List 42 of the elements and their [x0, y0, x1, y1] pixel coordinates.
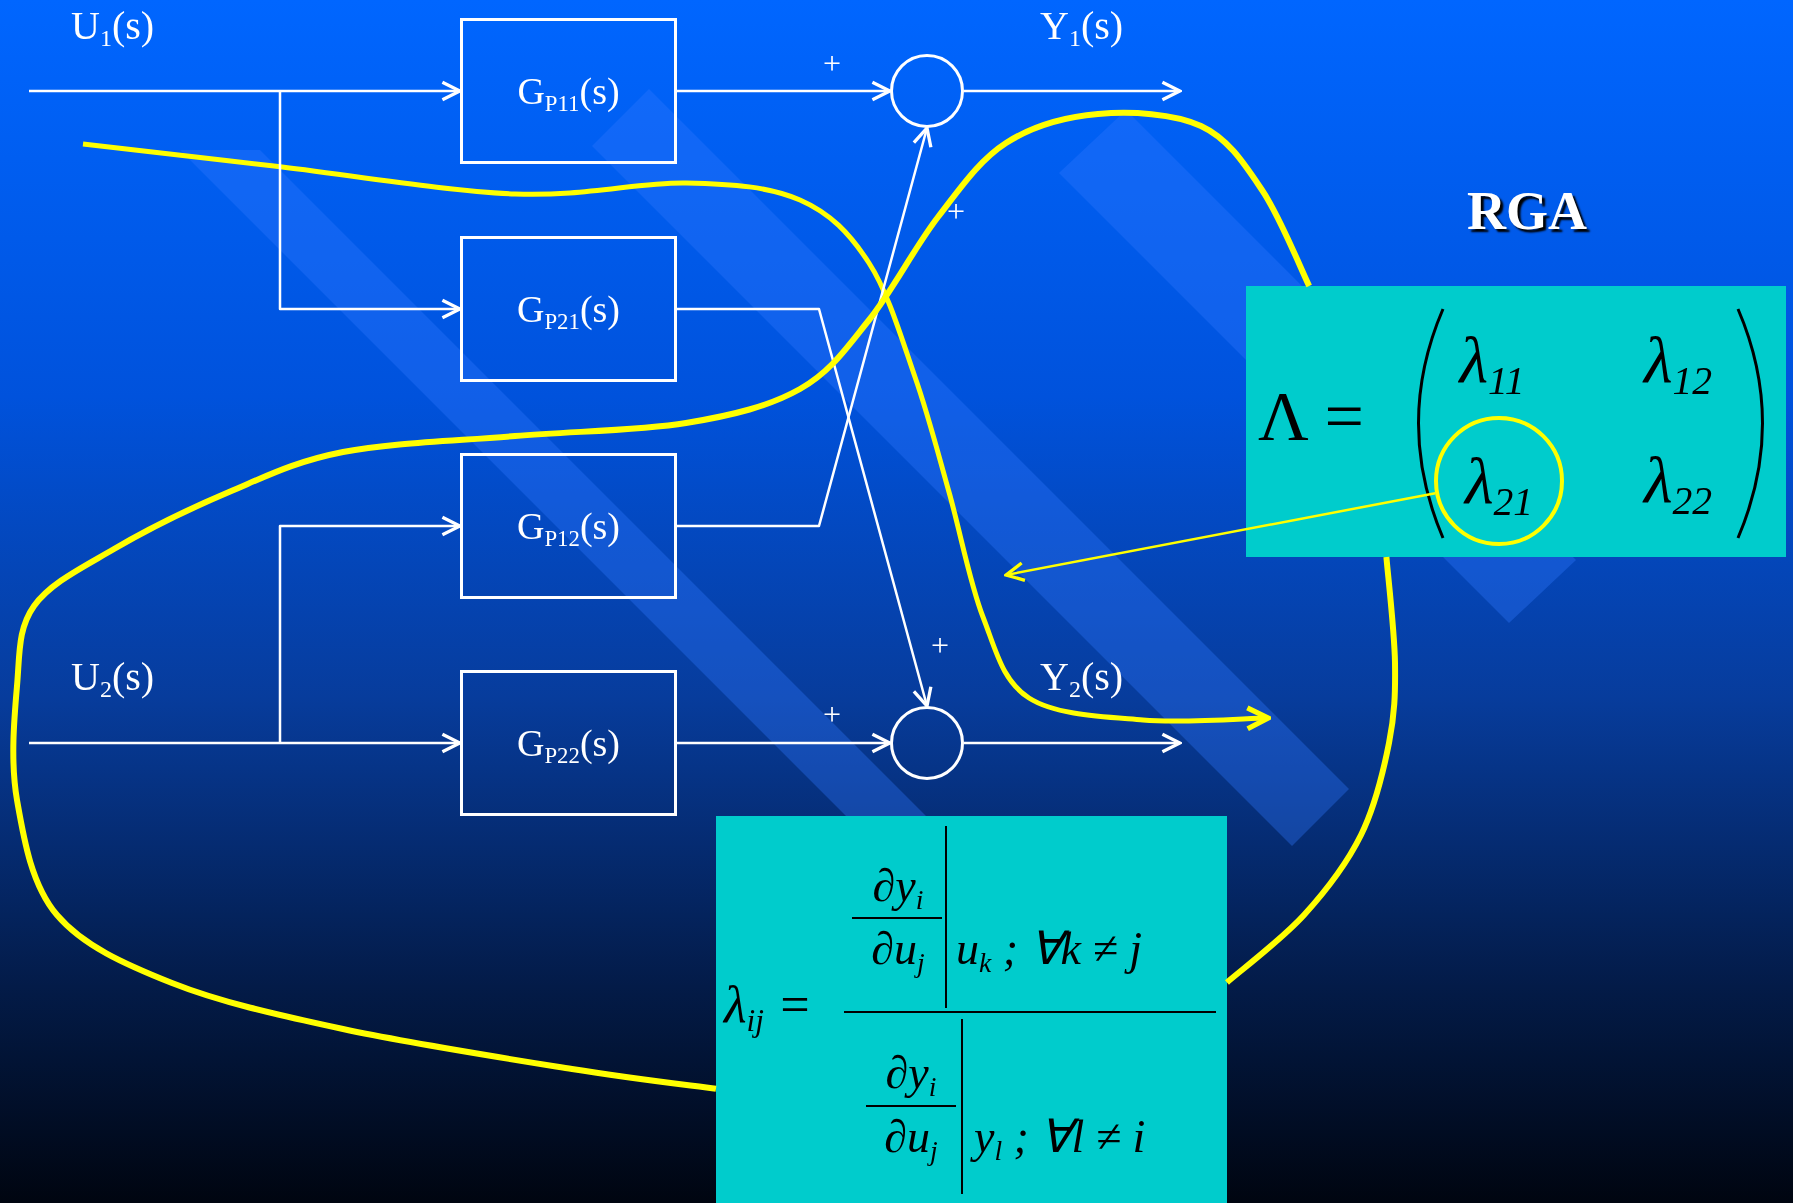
matrix-entry: λ$_{21}$ [1464, 444, 1534, 518]
matrix-entry: λ$_{11}$ [1457, 324, 1526, 397]
signal-arrow [964, 80, 1182, 102]
formula-term: u$_{k}$ ; ∀k ≠ j [956, 924, 1142, 975]
signal-arrow [29, 80, 462, 102]
sign-label: + [947, 194, 966, 230]
highlight-ring [1434, 416, 1564, 546]
matrix-entry: λ$_{12}$ [1641, 324, 1714, 397]
transfer-function-block [460, 453, 677, 599]
summing-junction [890, 706, 964, 780]
transfer-function-block [460, 236, 677, 382]
signal-arrow [278, 91, 462, 320]
block-label: G$_{P12}$(s) [516, 504, 620, 548]
leader-arrow [1004, 492, 1436, 582]
signal-label: U$_{1}$(s) [71, 4, 155, 48]
signal-arrow [964, 732, 1182, 754]
sign-label: + [823, 46, 842, 82]
signal-label: Y$_{2}$(s) [1040, 655, 1124, 699]
block-label: G$_{P22}$(s) [516, 721, 620, 765]
loop-curve [1225, 556, 1399, 985]
signal-label: U$_{2}$(s) [71, 655, 155, 699]
sign-label: + [931, 628, 950, 664]
block-label: G$_{P21}$(s) [516, 287, 620, 331]
signal-label: Y$_{1}$(s) [1040, 4, 1124, 48]
formula-panel [716, 816, 1227, 1203]
transfer-function-block [460, 18, 677, 164]
sign-label: + [823, 697, 842, 733]
signal-arrow [677, 126, 933, 528]
matrix-entry: λ$_{22}$ [1641, 444, 1714, 517]
signal-arrow [278, 515, 462, 743]
formula-term: ∂y$_{i}$ [884, 1048, 938, 1099]
signal-arrow [677, 732, 892, 754]
summing-junction [890, 54, 964, 128]
signal-arrow [677, 80, 892, 102]
transfer-function-block [460, 670, 677, 816]
signal-arrow [677, 307, 933, 708]
panel-heading: RGA [1466, 182, 1588, 242]
matrix-symbol: Λ = [1258, 378, 1364, 455]
loop-curve [10, 110, 1312, 1092]
formula-term: ∂y$_{i}$ [871, 861, 925, 912]
block-label: G$_{P11}$(s) [517, 69, 620, 113]
signal-arrow [29, 732, 462, 754]
